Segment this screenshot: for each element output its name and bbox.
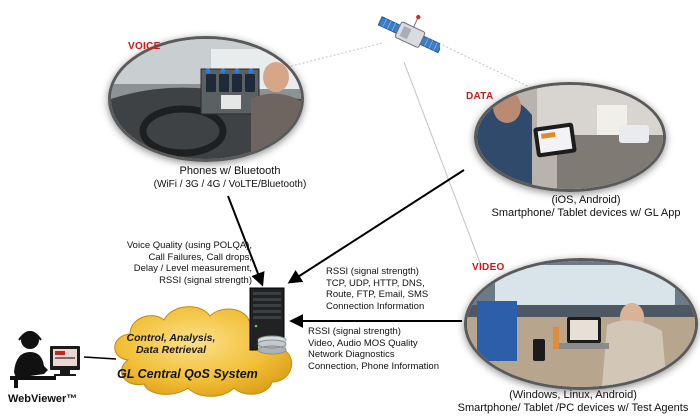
data-metrics-list: RSSI (signal strength) TCP, UDP, HTTP, D… <box>326 266 466 312</box>
voice-metric: Voice Quality (using POLQA), <box>126 240 252 251</box>
video-metrics-list: RSSI (signal strength) Video, Audio MOS … <box>308 326 458 372</box>
data-caption: (iOS, Android) Smartphone/ Tablet device… <box>476 194 696 220</box>
voice-title: VOICE <box>128 41 161 52</box>
server-tower-icon <box>249 287 287 355</box>
data-metric: Route, FTP, Email, SMS <box>326 289 429 301</box>
voice-metric: Delay / Level measurement, <box>133 263 252 275</box>
central-subtitle-line: Data Retrieval <box>135 344 207 356</box>
video-laptop-image <box>464 258 698 390</box>
webviewer-user-icon <box>10 331 80 388</box>
voice-metric: RSSI (signal strength) <box>159 274 252 286</box>
central-subtitle: Control, Analysis, Data Retrieval <box>122 332 220 356</box>
arrow-voice-to-server <box>227 195 265 287</box>
voice-caption-main: Phones w/ Bluetooth <box>179 165 281 177</box>
central-subtitle-line: Control, Analysis, <box>126 332 216 344</box>
data-metric: TCP, UDP, HTTP, DNS, <box>326 277 425 289</box>
satellite-icon <box>378 14 440 54</box>
voice-metric: Call Failures, Call drops, <box>148 251 252 263</box>
webviewer-label: WebViewer™ <box>8 393 78 405</box>
voice-driver-image <box>108 36 304 162</box>
data-metric: Connection Information <box>326 300 425 312</box>
video-title: VIDEO <box>472 262 505 273</box>
video-metric: Video, Audio MOS Quality <box>308 337 418 349</box>
video-caption-main: (Windows, Linux, Android) <box>509 389 637 401</box>
voice-caption: Phones w/ Bluetooth (WiFi / 3G / 4G / Vo… <box>130 165 330 191</box>
video-caption-sub: Smartphone/ Tablet /PC devices w/ Test A… <box>457 402 689 414</box>
video-metric: Network Diagnostics <box>308 349 395 361</box>
central-system-name: GL Central QoS System <box>117 367 258 381</box>
satellite-link-data <box>431 39 541 93</box>
video-caption: (Windows, Linux, Android) Smartphone/ Ta… <box>446 389 700 415</box>
data-title: DATA <box>466 91 494 102</box>
data-caption-sub: Smartphone/ Tablet devices w/ GL App <box>491 207 681 219</box>
data-tablet-image <box>474 82 666 192</box>
link-webviewer-cloud <box>83 356 117 360</box>
data-metric: RSSI (signal strength) <box>326 266 419 277</box>
video-metric: Connection, Phone Information <box>308 360 439 372</box>
arrow-data-to-server <box>287 169 465 284</box>
voice-caption-sub: (WiFi / 3G / 4G / VoLTE/Bluetooth) <box>153 179 307 190</box>
voice-metrics-list: Voice Quality (using POLQA), Call Failur… <box>104 240 252 286</box>
satellite-link-video <box>403 61 483 269</box>
video-metric: RSSI (signal strength) <box>308 326 401 337</box>
data-caption-main: (iOS, Android) <box>551 194 621 206</box>
